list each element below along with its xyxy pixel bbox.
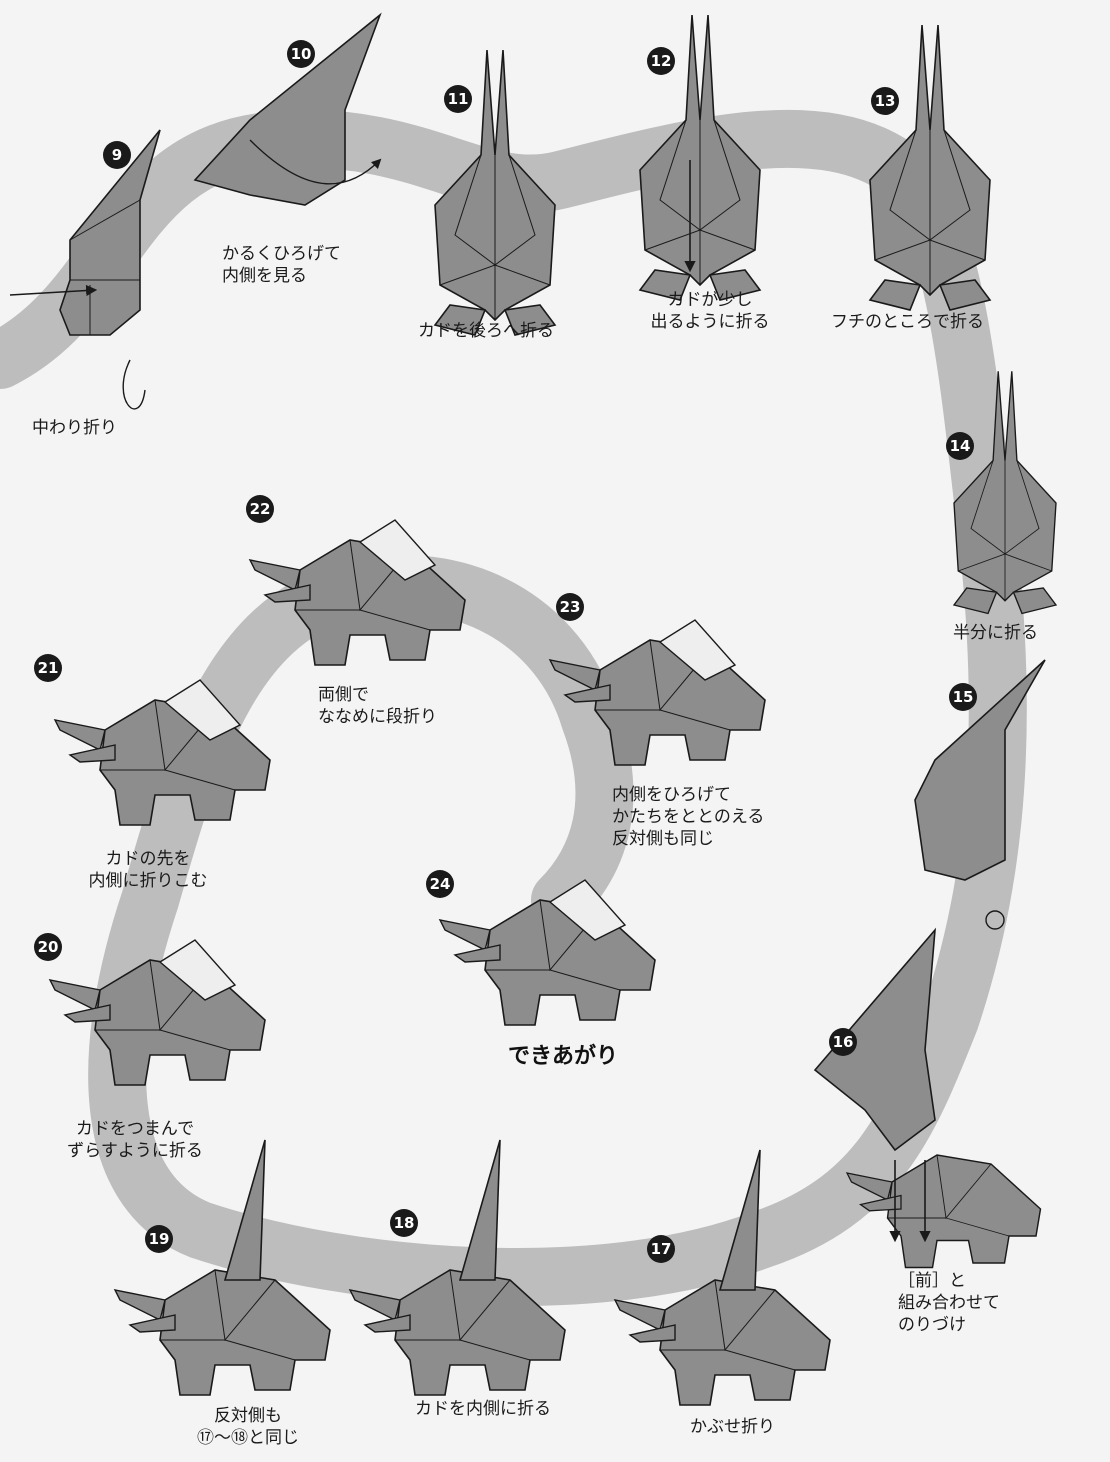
step-18-caption: カドを内側に折る (415, 1399, 551, 1419)
step-number: 20 (34, 933, 62, 961)
step-13-figure (869, 24, 991, 311)
step-22-caption: 両側で ななめに段折り (318, 685, 437, 727)
step-10-caption: かるくひろげて 内側を見る (222, 244, 341, 286)
step-number: 24 (426, 870, 454, 898)
step-20-caption: カドをつまんで ずらすように折る (67, 1119, 203, 1161)
step-24-figure (439, 879, 656, 1026)
step-number: 19 (145, 1225, 173, 1253)
step-9-caption: 中わり折り (32, 418, 117, 438)
rotate-icon (985, 910, 1005, 930)
step-20-figure (49, 939, 266, 1086)
step-number: 22 (246, 495, 274, 523)
step-9-figure (9, 129, 161, 410)
step-13-caption: フチのところで折る (831, 312, 984, 332)
step-21-caption: カドの先を 内側に折りこむ (88, 849, 208, 891)
step-17-caption: かぶせ折り (690, 1417, 775, 1437)
step-16-caption: ［前］と 組み合わせて のりづけ (898, 1271, 1000, 1335)
step-number: 9 (103, 141, 131, 169)
step-15-figure (914, 659, 1046, 881)
step-number: 16 (829, 1028, 857, 1056)
step-12-figure (639, 14, 761, 301)
step-number: 15 (949, 683, 977, 711)
step-12-caption: カドが少し 出るように折る (650, 290, 770, 332)
step-number: 21 (34, 654, 62, 682)
step-number: 18 (390, 1209, 418, 1237)
step-number: 23 (556, 593, 584, 621)
step-number: 11 (444, 85, 472, 113)
step-16-figure (813, 927, 1042, 1269)
step-11-caption: カドを後ろへ折る (418, 321, 554, 341)
step-23-caption: 内側をひろげて かたちをととのえる 反対側も同じ (612, 785, 765, 849)
step-number: 12 (647, 47, 675, 75)
step-19-caption: 反対側も ⑰〜⑱と同じ (197, 1406, 299, 1448)
step-number: 14 (946, 432, 974, 460)
step-number: 10 (287, 40, 315, 68)
step-number: 13 (871, 87, 899, 115)
step-10-figure (193, 12, 382, 206)
step-number: 17 (647, 1235, 675, 1263)
finish-label: できあがり (508, 1044, 619, 1069)
step-14-caption: 半分に折る (953, 623, 1038, 643)
